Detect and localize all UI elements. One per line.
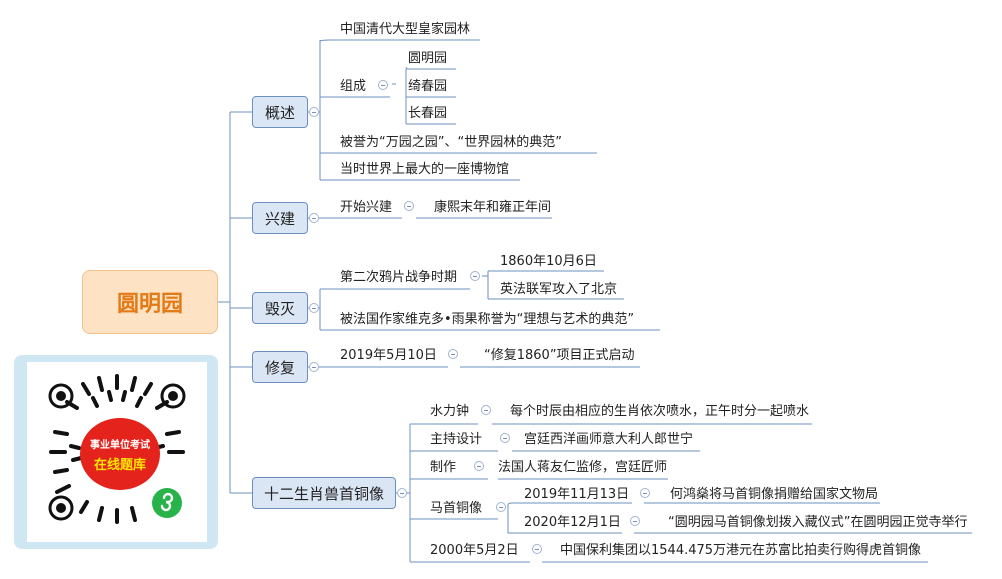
zodiac-item[interactable]: 宫廷西洋画师意大利人郎世宁 xyxy=(524,432,694,447)
collapse-icon[interactable] xyxy=(309,213,319,223)
part-item[interactable]: 绮春园 xyxy=(408,79,448,94)
part-item[interactable]: 圆明园 xyxy=(408,51,448,66)
collapse-icon[interactable] xyxy=(474,461,484,471)
collapse-icon[interactable] xyxy=(448,349,458,359)
zodiac-item[interactable]: 水力钟 xyxy=(430,404,470,419)
collapse-icon[interactable] xyxy=(309,107,319,117)
collapse-icon[interactable] xyxy=(630,516,640,526)
branch-build[interactable]: 兴建 xyxy=(252,202,308,234)
zodiac-item[interactable]: 中国保利集团以1544.475万港元在苏富比拍卖行购得虎首铜像 xyxy=(560,543,922,558)
branch-zodiac[interactable]: 十二生肖兽首铜像 xyxy=(252,477,396,509)
collapse-icon[interactable] xyxy=(309,362,319,372)
branch-overview[interactable]: 概述 xyxy=(252,96,308,128)
collapse-icon[interactable] xyxy=(378,80,388,90)
collapse-icon[interactable] xyxy=(404,201,414,211)
zodiac-item[interactable]: 2019年11月13日 xyxy=(524,487,630,502)
zodiac-item[interactable]: 2020年12月1日 xyxy=(524,515,621,530)
collapse-icon[interactable] xyxy=(470,271,480,281)
zodiac-item[interactable]: 何鸿燊将马首铜像捐赠给国家文物局 xyxy=(670,487,879,502)
qr-badge-line1: 事业单位考试 xyxy=(90,439,150,451)
zodiac-item[interactable]: 主持设计 xyxy=(430,432,483,447)
destroy-item[interactable]: 被法国作家维克多•雨果称誉为“理想与艺术的典范” xyxy=(340,312,635,327)
zodiac-item[interactable]: 2000年5月2日 xyxy=(430,543,519,558)
collapse-icon[interactable] xyxy=(481,405,491,415)
destroy-item[interactable]: 第二次鸦片战争时期 xyxy=(340,270,458,285)
collapse-icon[interactable] xyxy=(500,433,510,443)
zodiac-item[interactable]: 马首铜像 xyxy=(430,501,483,516)
collapse-icon[interactable] xyxy=(532,544,542,554)
part-item[interactable]: 长春园 xyxy=(408,106,448,121)
zodiac-item[interactable]: 制作 xyxy=(430,460,457,475)
collapse-icon[interactable] xyxy=(640,488,650,498)
repair-item[interactable]: “修复1860”项目正式启动 xyxy=(484,348,635,363)
destroy-item[interactable]: 1860年10月6日 xyxy=(500,254,597,269)
zodiac-item[interactable]: 法国人蒋友仁监修，宫廷匠师 xyxy=(498,460,668,475)
zodiac-item[interactable]: 每个时辰由相应的生肖依次喷水，正午时分一起喷水 xyxy=(510,404,810,419)
overview-item[interactable]: 被誉为“万园之园”、“世界园林的典范” xyxy=(340,135,562,150)
mini-program-icon xyxy=(152,488,182,518)
overview-item[interactable]: 中国清代大型皇家园林 xyxy=(340,22,471,37)
overview-item[interactable]: 组成 xyxy=(340,79,367,94)
collapse-icon[interactable] xyxy=(397,488,407,498)
qr-badge: 事业单位考试 在线题库 xyxy=(80,418,160,490)
branch-destroy[interactable]: 毁灭 xyxy=(252,292,308,324)
overview-item[interactable]: 当时世界上最大的一座博物馆 xyxy=(340,162,510,177)
collapse-icon[interactable] xyxy=(309,303,319,313)
repair-item[interactable]: 2019年5月10日 xyxy=(340,348,437,363)
branch-repair[interactable]: 修复 xyxy=(252,351,308,383)
build-item[interactable]: 康熙末年和雍正年间 xyxy=(434,200,552,215)
qr-badge-line2: 在线题库 xyxy=(93,457,146,473)
destroy-item[interactable]: 英法联军攻入了北京 xyxy=(500,282,618,297)
root-node[interactable]: 圆明园 xyxy=(82,270,218,334)
zodiac-item[interactable]: “圆明园马首铜像划拨入藏仪式”在圆明园正觉寺举行 xyxy=(668,515,968,530)
qr-pattern xyxy=(48,374,186,524)
build-item[interactable]: 开始兴建 xyxy=(340,200,393,215)
collapse-icon[interactable] xyxy=(496,502,506,512)
